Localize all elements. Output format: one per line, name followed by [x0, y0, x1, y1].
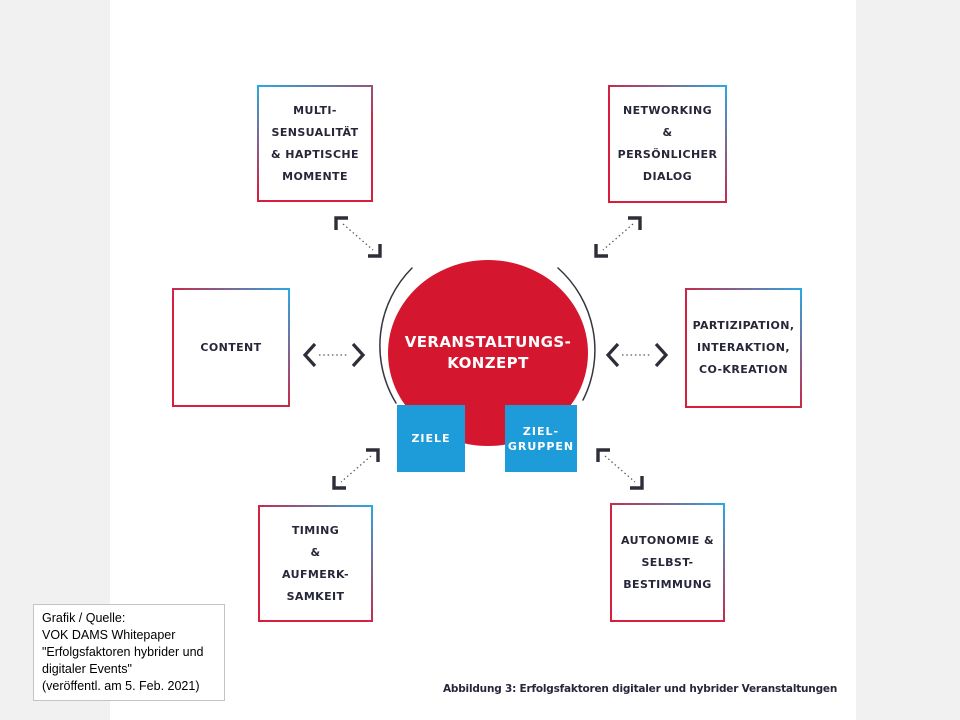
circle-arc-right — [557, 267, 596, 401]
factor-line: DIALOG — [642, 170, 693, 183]
circle-arc-left — [379, 267, 413, 404]
circle-arc-frame — [379, 267, 596, 404]
factor-line: & HAPTISCHE — [271, 147, 359, 161]
factor-line: AUFMERK- — [282, 567, 349, 581]
factor-line: NETWORKING — [622, 104, 713, 117]
diagonal-arrow-bottom-right-icon — [594, 447, 646, 491]
concept-title-line1: VERANSTALTUNGS- — [404, 333, 572, 351]
diagonal-arrow-top-right-icon — [592, 215, 644, 259]
factor-line: MOMENTE — [282, 169, 348, 183]
factor-box-timing: TIMING & AUFMERK- SAMKEIT — [258, 505, 373, 622]
factor-line: PARTIZIPATION, — [692, 319, 795, 332]
factor-box-partizipation: PARTIZIPATION, INTERAKTION, CO-KREATION — [685, 288, 802, 408]
source-line: Grafik / Quelle: — [42, 611, 126, 625]
factor-line: & — [310, 545, 321, 559]
factor-line: & — [662, 126, 673, 139]
source-line: digitaler Events" — [42, 662, 132, 676]
factor-line: PERSÖNLICHER — [617, 148, 718, 161]
factor-box-autonomie: AUTONOMIE & SELBST- BESTIMMUNG — [610, 503, 725, 622]
factor-line: AUTONOMIE & — [621, 533, 714, 547]
factor-line: INTERAKTION, — [697, 341, 790, 354]
horizontal-double-arrow-right-icon — [605, 341, 669, 369]
source-line: VOK DAMS Whitepaper — [42, 628, 176, 642]
zielgruppen-tag: ZIEL- GRUPPEN — [505, 405, 577, 472]
right-page-margin — [856, 0, 960, 720]
factor-box-networking: NETWORKING & PERSÖNLICHER DIALOG — [608, 85, 727, 203]
concept-title-line2: KONZEPT — [447, 354, 529, 372]
diagonal-arrow-top-left-icon — [332, 215, 384, 259]
diagonal-arrow-bottom-left-icon — [330, 447, 382, 491]
zielgruppen-label-line1: ZIEL- — [522, 424, 560, 438]
left-page-margin — [0, 0, 110, 720]
factor-box-content: CONTENT — [172, 288, 290, 407]
ziele-label: ZIELE — [411, 432, 451, 445]
factor-line: SAMKEIT — [286, 589, 345, 603]
factor-box-multisensuality: MULTI- SENSUALITÄT & HAPTISCHE MOMENTE — [257, 85, 373, 202]
factor-line: SENSUALITÄT — [271, 125, 359, 139]
source-line: "Erfolgsfaktoren hybrider und — [42, 645, 204, 659]
factor-line: BESTIMMUNG — [623, 577, 712, 591]
factor-line: TIMING — [291, 523, 340, 537]
zielgruppen-label-line2: GRUPPEN — [507, 439, 575, 453]
figure-caption: Abbildung 3: Erfolgsfaktoren digitaler u… — [443, 683, 838, 695]
ziele-tag: ZIELE — [397, 405, 465, 472]
factor-line: CO-KREATION — [699, 363, 788, 376]
factor-line: MULTI- — [293, 103, 337, 117]
factor-line: SELBST- — [641, 555, 694, 569]
horizontal-double-arrow-left-icon — [302, 341, 366, 369]
source-attribution: Grafik / Quelle: VOK DAMS Whitepaper "Er… — [33, 604, 225, 701]
factor-line: CONTENT — [200, 340, 262, 354]
source-line: (veröffentl. am 5. Feb. 2021) — [42, 679, 200, 693]
